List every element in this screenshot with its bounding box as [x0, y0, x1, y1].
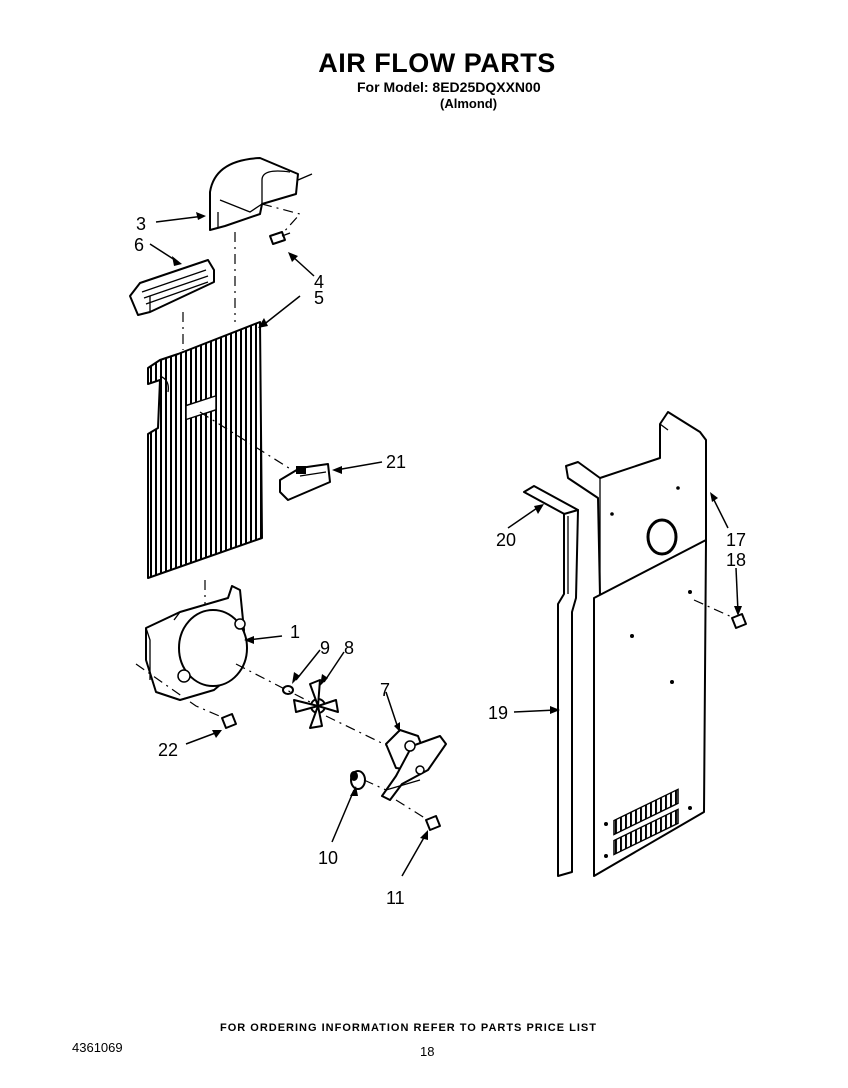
- screw-part-4: [269, 231, 291, 245]
- evaporator-cover-part-5: [147, 321, 263, 579]
- callout-19: 19: [488, 703, 508, 723]
- callout-17: 17: [726, 530, 746, 550]
- air-duct-cover-part-3: [209, 157, 313, 231]
- grommet-part-10: [350, 770, 366, 790]
- back-panel-part-17: [565, 411, 707, 597]
- callout-11: 11: [386, 888, 405, 908]
- fan-shroud-part-1: [145, 585, 248, 701]
- channel-part-19: [557, 509, 579, 877]
- screw-part-18: [731, 613, 747, 629]
- callout-8: 8: [344, 638, 354, 658]
- callout-18: 18: [726, 550, 746, 570]
- model-line: For Model: 8ED25DQXXN00: [357, 79, 541, 95]
- fan-blade-part-8: [293, 679, 339, 729]
- document-number: 4361069: [72, 1040, 123, 1055]
- callout-4: 4: [314, 272, 324, 292]
- callout-9: 9: [320, 638, 330, 658]
- washer-part-9: [282, 685, 294, 695]
- lower-panel: [593, 539, 707, 877]
- leader-lines: [149, 212, 742, 877]
- callout-21: 21: [386, 452, 406, 472]
- callout-7: 7: [380, 680, 390, 700]
- callout-20: 20: [496, 530, 516, 550]
- callout-5: 5: [314, 288, 324, 308]
- callout-1: 1: [290, 622, 300, 642]
- vent-slots: [613, 788, 679, 856]
- callout-10: 10: [318, 848, 338, 868]
- page-number: 18: [420, 1044, 435, 1059]
- callout-6: 6: [134, 235, 144, 255]
- bracket-part-21: [279, 463, 331, 501]
- color-line: (Almond): [440, 96, 498, 111]
- fan-motor-part-7: [381, 729, 447, 801]
- screw-part-11: [425, 815, 441, 831]
- damper-part-6: [129, 259, 215, 316]
- screw-part-22: [221, 713, 237, 729]
- callout-22: 22: [158, 740, 178, 760]
- callout-3: 3: [136, 214, 146, 234]
- page-title: AIR FLOW PARTS: [318, 48, 556, 78]
- ordering-info: FOR ORDERING INFORMATION REFER TO PARTS …: [220, 1022, 597, 1034]
